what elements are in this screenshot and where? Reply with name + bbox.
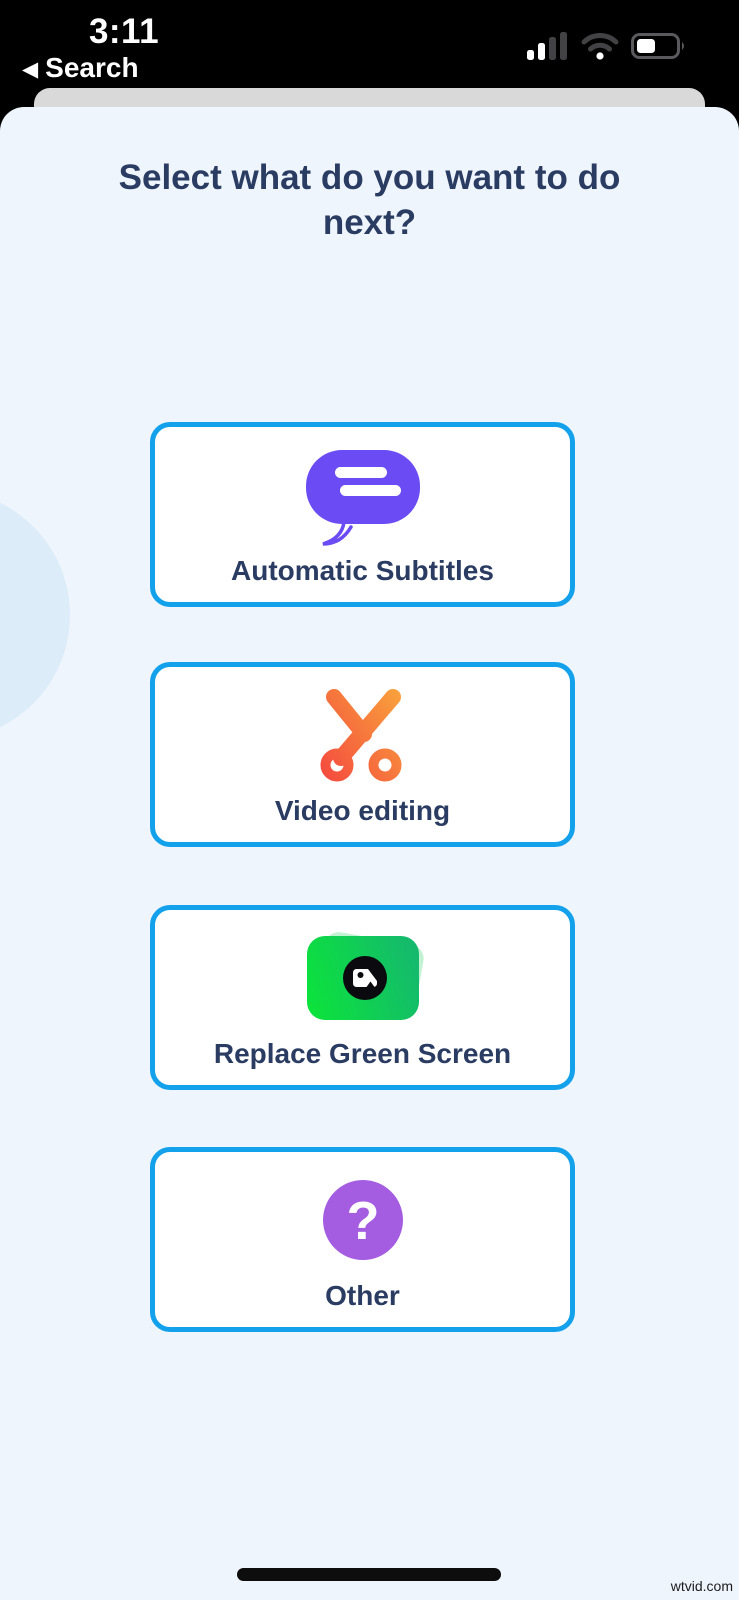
svg-text:?: ?: [346, 1191, 379, 1251]
modal-sheet: Select what do you want to do next? Auto…: [0, 107, 739, 1600]
card-replace-green-screen[interactable]: Replace Green Screen: [150, 905, 575, 1090]
card-label: Automatic Subtitles: [231, 554, 494, 586]
wifi-icon: [581, 33, 619, 60]
back-arrow-icon: ◀: [22, 57, 39, 81]
question-mark-icon: ?: [322, 1179, 403, 1260]
status-icons: [527, 32, 687, 60]
status-bar: 3:11 ◀ Search: [0, 0, 739, 107]
back-to-search-button[interactable]: ◀ Search: [22, 52, 139, 84]
back-label: Search: [45, 52, 139, 83]
card-video-editing[interactable]: Video editing: [150, 662, 575, 847]
card-label: Other: [325, 1279, 400, 1311]
clock: 3:11: [88, 12, 160, 51]
card-label: Video editing: [274, 794, 451, 826]
image-glyph: [352, 968, 377, 987]
scissors-icon: [320, 688, 401, 781]
card-other[interactable]: ? Other: [150, 1147, 575, 1332]
watermark: wtvid.com: [670, 1578, 733, 1594]
cellular-signal-icon: [527, 32, 567, 60]
card-label: Replace Green Screen: [213, 1037, 512, 1069]
battery-icon: [631, 33, 684, 59]
card-automatic-subtitles[interactable]: Automatic Subtitles: [150, 422, 575, 607]
home-indicator[interactable]: [237, 1568, 501, 1581]
background-decoration: [0, 502, 70, 728]
green-screen-icon: [306, 931, 424, 1020]
page-title: Select what do you want to do next?: [118, 158, 621, 243]
speech-bubble-icon: [305, 449, 420, 546]
decor-circle: [0, 502, 70, 728]
